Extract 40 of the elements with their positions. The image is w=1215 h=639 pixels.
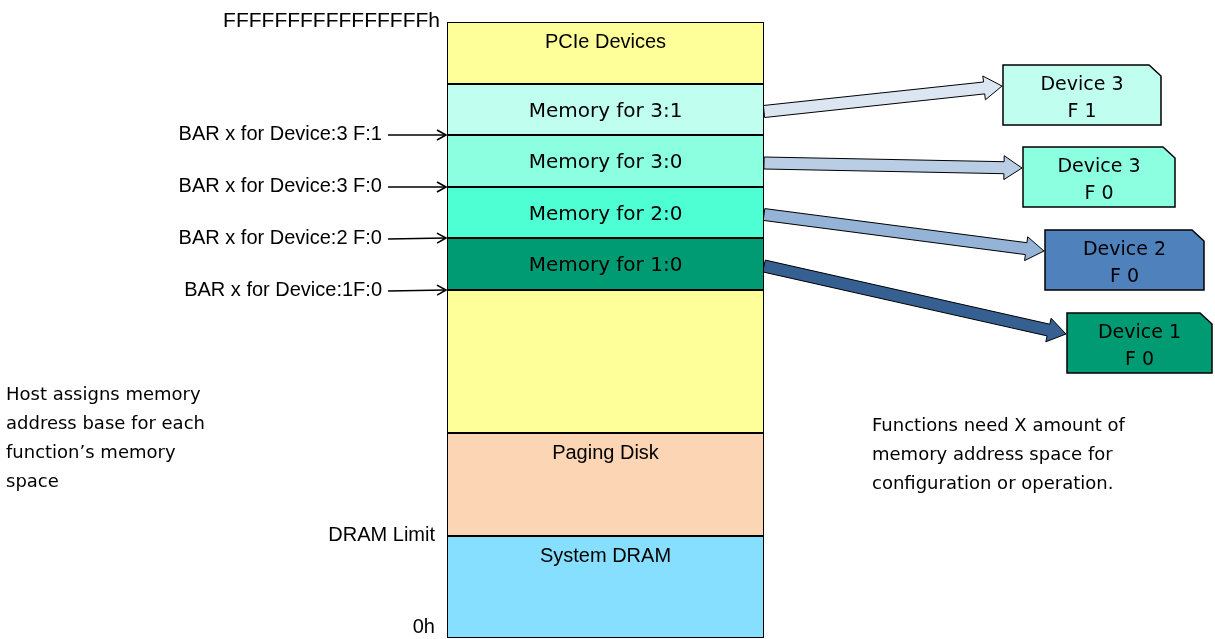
memory-region [447, 238, 764, 290]
region-label: Memory for 1:0 [527, 252, 684, 276]
block-arrow [762, 208, 1045, 262]
device-box [1044, 229, 1205, 291]
bar-label: BAR x for Device:3 F:1 [100, 122, 382, 148]
block-arrow [762, 259, 1067, 343]
region-label: Memory for 3:1 [527, 97, 684, 122]
arrow [387, 232, 447, 244]
device-label: Device 3 F 1 [1039, 71, 1125, 123]
address-label: FFFFFFFFFFFFFFFFh [222, 8, 440, 32]
region-label: Memory for 2:0 [527, 200, 684, 225]
block-arrow [763, 155, 1023, 181]
arrow [387, 129, 447, 141]
region-label: PCIe Devices [543, 30, 668, 53]
memory-region [447, 536, 764, 638]
address-label: DRAM Limit [327, 523, 435, 546]
arrow [387, 284, 447, 296]
region-label: Paging Disk [551, 441, 660, 464]
bar-label: BAR x for Device:2 F:0 [100, 226, 382, 252]
bar-label: BAR x for Device:3 F:0 [100, 174, 382, 200]
device-box [1022, 146, 1176, 208]
device-label: Device 1 F 0 [1096, 319, 1183, 371]
device-box [1066, 312, 1213, 374]
note-text: Host assigns memory address base for each function’s memory space [6, 382, 206, 493]
address-label: 0h [411, 615, 435, 638]
block-arrow [762, 75, 1003, 118]
memory-region [447, 84, 764, 135]
note-text: Functions need X amount of memory address space for configuration or operation. [872, 413, 1127, 495]
memory-region [447, 290, 764, 433]
bar-label: BAR x for Device:1F:0 [100, 278, 382, 304]
memory-region [447, 187, 764, 238]
device-label: Device 2 F 0 [1081, 236, 1168, 288]
region-label: Memory for 3:0 [527, 149, 684, 173]
device-box [1002, 64, 1162, 126]
region-label: System DRAM [538, 544, 673, 567]
memory-region [447, 135, 764, 187]
memory-region [447, 22, 764, 84]
memory-region [447, 433, 764, 536]
device-label: Device 3 F 0 [1056, 153, 1142, 205]
arrow [387, 181, 447, 193]
